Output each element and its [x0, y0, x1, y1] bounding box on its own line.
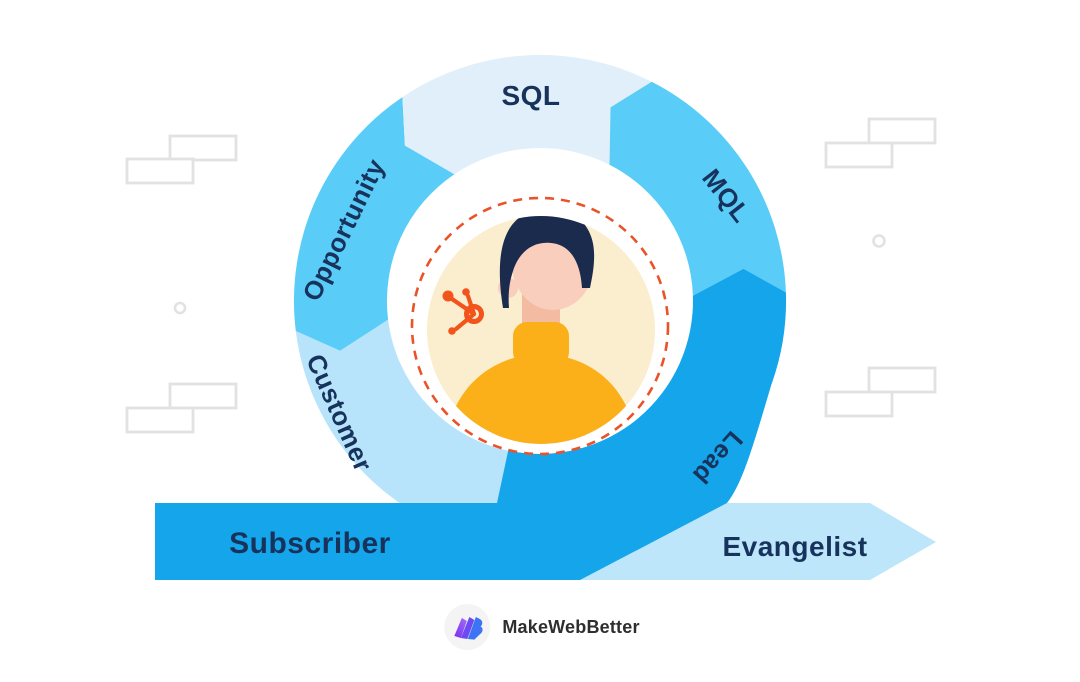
brick-rect	[168, 134, 238, 162]
stage-label-evangelist: Evangelist	[722, 531, 868, 562]
brick-rect	[168, 382, 238, 410]
brick-rect	[824, 141, 894, 169]
brick-rect	[125, 157, 195, 185]
stage-label-sql: SQL	[501, 80, 561, 111]
brand-logo: MakeWebBetter	[444, 604, 639, 650]
brick-rect	[125, 406, 195, 434]
stage-arc-customer	[295, 319, 522, 542]
makewebbetter-logo-icon	[444, 604, 491, 650]
stage-label-subscriber: Subscriber	[229, 527, 391, 560]
brick-rect	[867, 366, 937, 394]
brick-rect	[867, 117, 937, 145]
subscriber-lead-band	[155, 268, 787, 580]
avatar-collar	[513, 322, 569, 366]
brand-name: MakeWebBetter	[502, 616, 640, 637]
dashed-circle	[410, 196, 670, 456]
stage-arc-opportunity	[293, 97, 455, 351]
avatar-hair	[499, 216, 595, 308]
stage-arc-sql	[402, 54, 652, 175]
stage-arc-mql	[609, 81, 786, 296]
brick-rect	[824, 390, 894, 418]
brick-decoration	[125, 382, 238, 434]
dot-decoration	[173, 301, 187, 315]
brick-decoration	[125, 134, 238, 185]
brick-decoration	[824, 366, 937, 418]
dot-decoration	[872, 234, 886, 248]
brick-decoration	[824, 117, 937, 169]
hubspot-sprocket-icon	[442, 288, 484, 335]
